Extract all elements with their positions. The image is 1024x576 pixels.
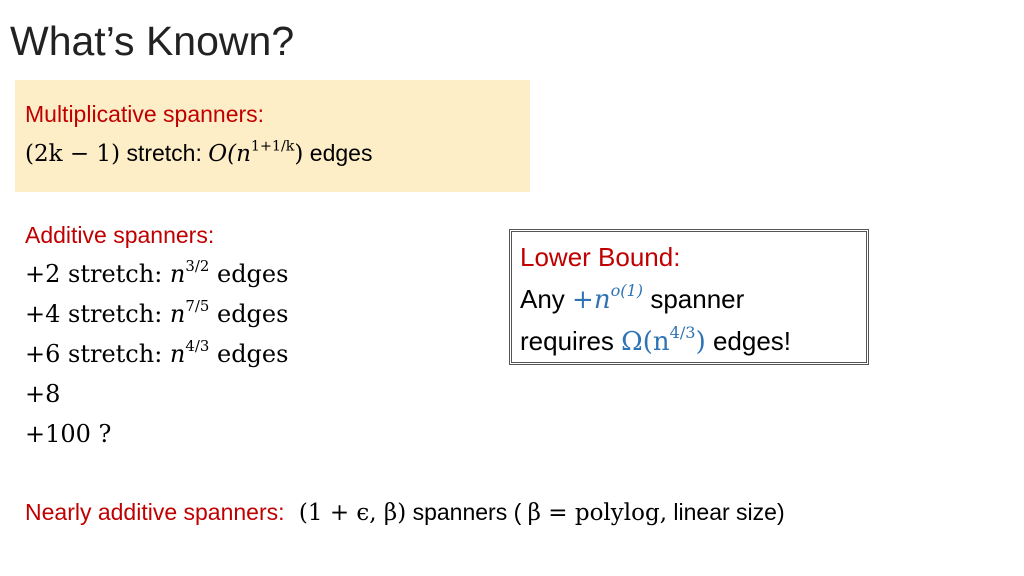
additive-plus100: +100 ?: [25, 420, 112, 448]
lower-bound-omega-close: ): [695, 327, 706, 357]
multiplicative-stretch-word: stretch:: [126, 140, 202, 166]
lower-bound-line-1: Any +no(1) spanner: [520, 280, 745, 315]
lower-bound-requires-word: requires: [520, 326, 614, 356]
additive-row-base: n: [169, 300, 186, 328]
multiplicative-stretch-expr: (2k − 1): [25, 141, 121, 167]
lower-bound-heading: Lower Bound:: [520, 242, 681, 272]
additive-row-edges: edges: [216, 260, 289, 288]
additive-row-exp: 3/2: [185, 256, 210, 275]
additive-row: +2 stretch: n3/2 edges: [25, 256, 289, 288]
slide-title: What’s Known?: [10, 18, 295, 64]
multiplicative-box: [15, 80, 530, 192]
lower-bound-expr-exp: o(1): [610, 280, 644, 300]
lower-bound-edges-word: edges!: [712, 326, 792, 356]
lower-bound-box: [509, 229, 869, 365]
additive-row: +6 stretch: n4/3 edges: [25, 336, 289, 368]
lower-bound-omega-exp: 4/3: [669, 322, 696, 342]
additive-row-edges: edges: [216, 340, 289, 368]
nearly-additive-heading: Nearly additive spanners:: [25, 499, 285, 525]
additive-row-exp: 4/3: [185, 336, 210, 355]
nearly-additive-spanners-word: spanners (: [412, 499, 522, 525]
additive-row-edges: edges: [216, 300, 289, 328]
nearly-additive-expr: (1 + ϵ, β): [298, 500, 407, 526]
lower-bound-any-word: Any: [520, 284, 565, 314]
lower-bound-spanner-word: spanner: [650, 284, 745, 314]
multiplicative-line: (2k − 1) stretch: O(n1+1/k) edges: [25, 138, 373, 167]
additive-row-stretch: +2 stretch:: [25, 260, 163, 288]
additive-row-base: n: [169, 260, 186, 288]
multiplicative-bound-base: O(n: [208, 141, 251, 167]
nearly-additive-tail: linear size): [673, 499, 785, 525]
additive-row-stretch: +4 stretch:: [25, 300, 163, 328]
additive-row-stretch: +6 stretch:: [25, 340, 163, 368]
multiplicative-bound-close: ): [294, 141, 304, 167]
lower-bound-line-2: requires Ω(n4/3) edges!: [520, 322, 792, 357]
multiplicative-bound-exp: 1+1/k: [250, 138, 295, 155]
additive-row: +4 stretch: n7/5 edges: [25, 296, 289, 328]
lower-bound-omega-base: Ω(n: [621, 327, 670, 357]
multiplicative-edges-word: edges: [309, 140, 373, 166]
additive-row-base: n: [169, 340, 186, 368]
multiplicative-heading: Multiplicative spanners:: [25, 101, 265, 127]
nearly-additive-line: Nearly additive spanners: (1 + ϵ, β) spa…: [25, 499, 785, 526]
nearly-additive-beta-expr: β = polylog,: [527, 500, 668, 526]
lower-bound-expr-base: +n: [572, 285, 611, 315]
additive-row-exp: 7/5: [185, 296, 210, 315]
additive-plus8: +8: [25, 380, 61, 408]
additive-heading: Additive spanners:: [25, 222, 215, 248]
